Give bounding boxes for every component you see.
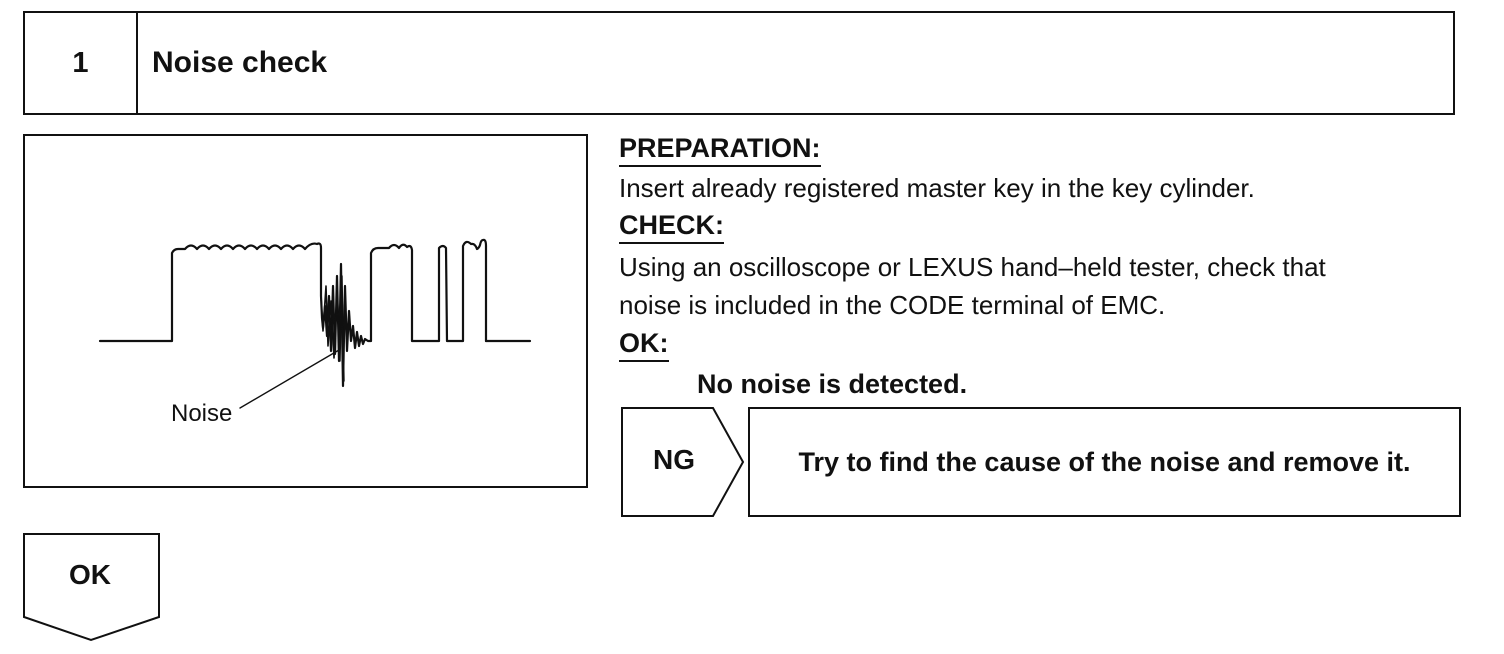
step-header: 1 Noise check xyxy=(23,11,1455,115)
ok-result: No noise is detected. xyxy=(697,369,968,399)
check-text-line1: Using an oscilloscope or LEXUS hand–held… xyxy=(619,252,1326,282)
noise-label: Noise xyxy=(171,400,233,427)
waveform-figure: Noise xyxy=(23,134,588,488)
step-title: Noise check xyxy=(152,46,328,79)
waveform-graphic xyxy=(98,238,532,409)
step-number: 1 xyxy=(25,13,138,113)
check-heading: CHECK: xyxy=(619,209,724,244)
check-text-line2: noise is included in the CODE terminal o… xyxy=(619,290,1166,320)
ng-action-box: Try to find the cause of the noise and r… xyxy=(748,407,1461,517)
preparation-heading: PREPARATION: xyxy=(619,132,821,167)
ng-label: NG xyxy=(653,444,695,475)
ok-arrow-label: OK xyxy=(69,559,111,590)
preparation-text: Insert already registered master key in … xyxy=(619,173,1255,203)
ok-heading: OK: xyxy=(619,327,669,362)
ng-arrow: NG xyxy=(621,407,746,517)
ng-arrow-icon xyxy=(621,407,745,517)
ok-down-arrow-icon xyxy=(23,533,160,642)
ok-arrow: OK xyxy=(23,533,161,643)
